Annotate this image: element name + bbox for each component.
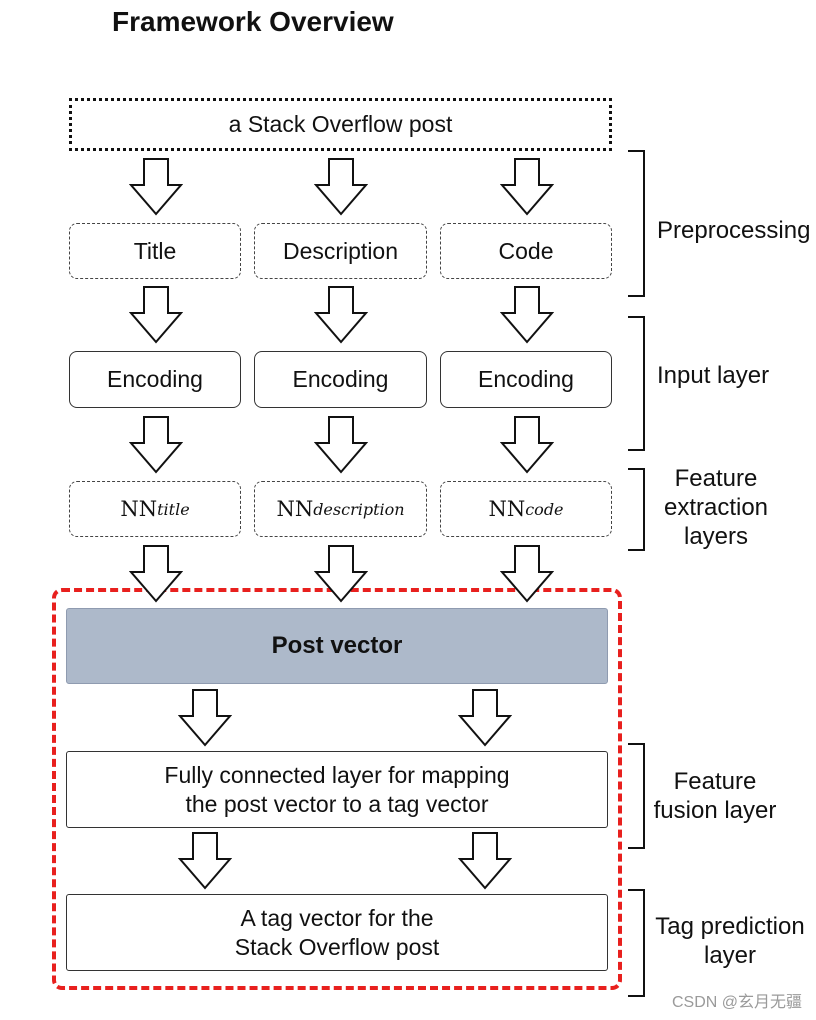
down-arrow-icon	[458, 832, 512, 890]
nn-base-label: NN	[276, 497, 314, 521]
down-arrow-icon	[314, 416, 368, 474]
down-arrow-icon	[129, 416, 183, 474]
encoding-label: Encoding	[478, 366, 574, 392]
feature-extraction-label: Feature extraction layers	[656, 464, 776, 551]
fc-line-1: Fully connected layer for mapping	[164, 761, 510, 788]
nn-base-label: NN	[488, 497, 526, 521]
encoding-label: Encoding	[107, 366, 203, 392]
down-arrow-icon	[129, 158, 183, 216]
preprocessing-label: Preprocessing	[657, 217, 811, 244]
feature-extraction-bracket	[628, 468, 645, 551]
diagram-title: Framework Overview	[112, 6, 394, 37]
feature-fusion-line-1: Feature	[673, 768, 757, 795]
tag-prediction-line-2: layer	[703, 942, 757, 969]
down-arrow-icon	[500, 158, 554, 216]
encoding-label: Encoding	[292, 366, 389, 392]
encoding-box-title: Encoding	[69, 351, 241, 408]
stack-overflow-post-box: a Stack Overflow post	[69, 98, 612, 151]
down-arrow-icon	[500, 416, 554, 474]
post-label: a Stack Overflow post	[228, 111, 453, 137]
tag-prediction-bracket	[628, 889, 645, 997]
title-label: Title	[133, 237, 177, 264]
down-arrow-icon	[314, 158, 368, 216]
nn-base-label: NN	[120, 497, 158, 521]
tag-prediction-line-1: Tag prediction	[655, 913, 805, 940]
description-label: Description	[282, 237, 399, 264]
fully-connected-layer-box: Fully connected layer for mapping the po…	[66, 751, 608, 828]
tag-vector-box: A tag vector for the Stack Overflow post	[66, 894, 608, 971]
feature-fusion-bracket	[628, 743, 645, 849]
down-arrow-icon	[129, 286, 183, 344]
down-arrow-icon	[500, 286, 554, 344]
down-arrow-icon	[314, 286, 368, 344]
nn-description-subscript: description	[313, 499, 405, 519]
tag-vector-line-2: Stack Overflow post	[234, 933, 440, 960]
encoding-box-description: Encoding	[254, 351, 427, 408]
code-box: Code	[440, 223, 612, 279]
watermark: CSDN @玄月无疆	[671, 994, 802, 1011]
down-arrow-icon	[500, 545, 554, 603]
code-label: Code	[498, 237, 554, 264]
down-arrow-icon	[178, 689, 232, 747]
feature-fusion-label: Feature fusion layer	[650, 767, 780, 825]
input-layer-bracket	[628, 316, 645, 451]
down-arrow-icon	[129, 545, 183, 603]
encoding-box-code: Encoding	[440, 351, 612, 408]
down-arrow-icon	[178, 832, 232, 890]
input-layer-label: Input layer	[657, 362, 770, 389]
feature-extraction-line-3: layers	[683, 523, 749, 550]
feature-fusion-line-2: fusion layer	[653, 797, 777, 824]
post-vector-box: Post vector	[66, 608, 608, 684]
nn-code-subscript: code	[525, 499, 564, 519]
preprocessing-bracket	[628, 150, 645, 297]
nn-title-subscript: title	[157, 499, 190, 519]
down-arrow-icon	[458, 689, 512, 747]
feature-extraction-line-1: Feature	[674, 465, 758, 492]
tag-prediction-label: Tag prediction layer	[650, 912, 810, 970]
feature-extraction-line-2: extraction	[663, 494, 769, 521]
title-box: Title	[69, 223, 241, 279]
down-arrow-icon	[314, 545, 368, 603]
tag-vector-line-1: A tag vector for the	[240, 904, 434, 931]
post-vector-label: Post vector	[271, 632, 403, 659]
fc-line-2: the post vector to a tag vector	[185, 790, 489, 817]
description-box: Description	[254, 223, 427, 279]
